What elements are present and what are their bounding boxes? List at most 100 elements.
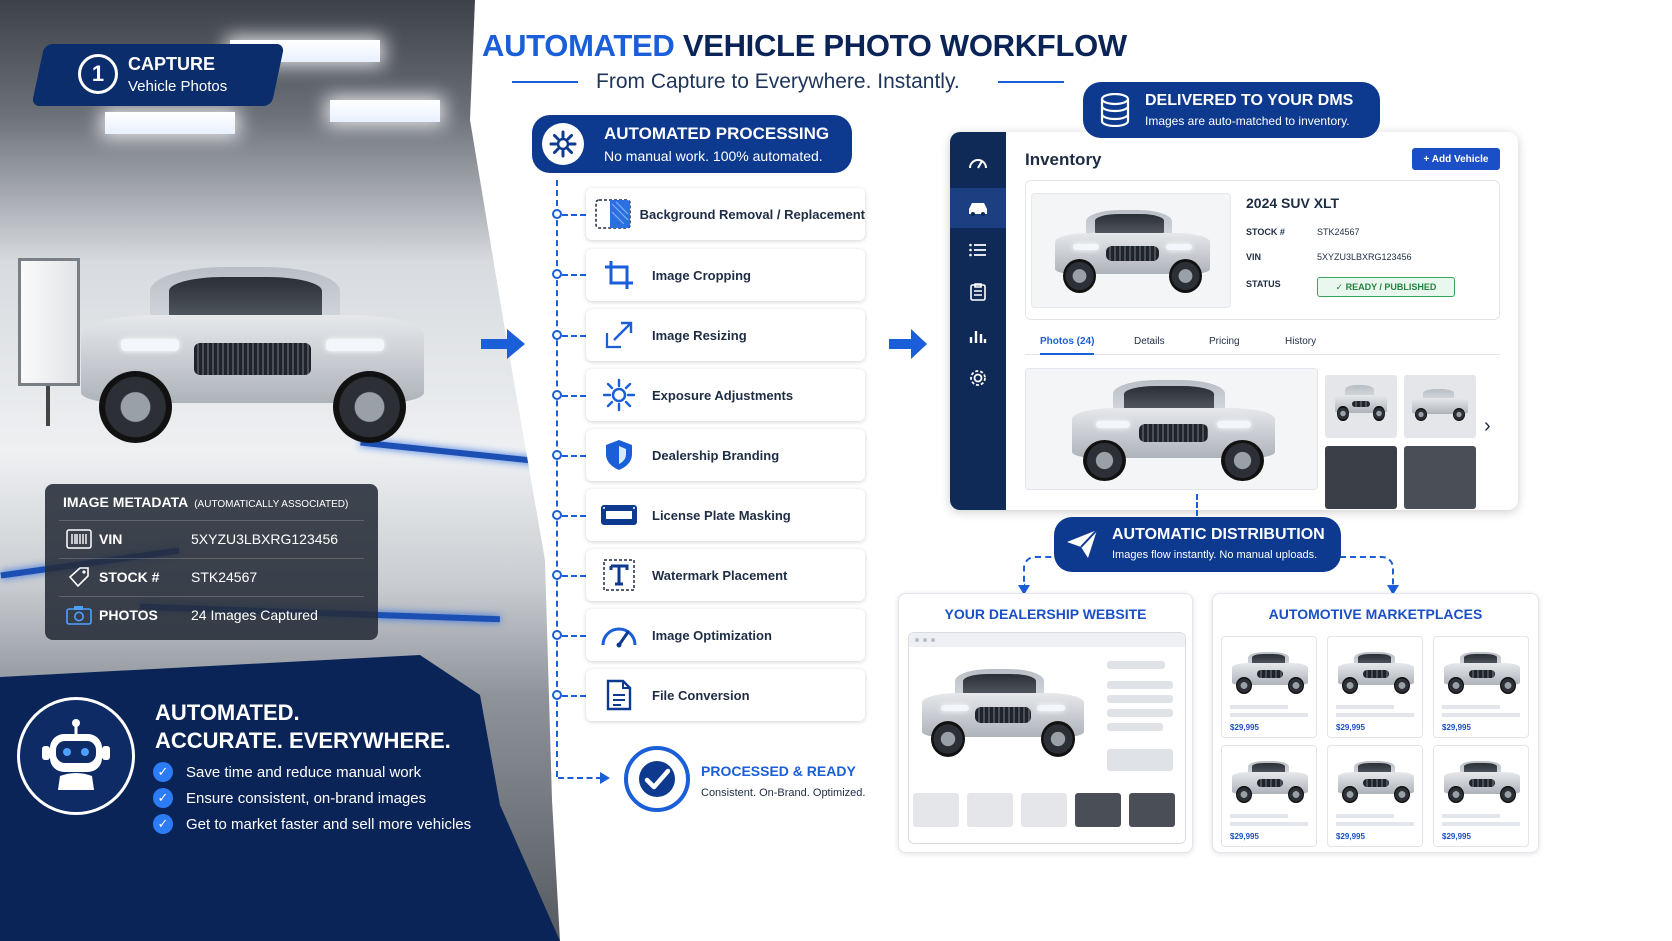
ceiling-light [105, 112, 235, 134]
gallery-thumbnail-interior[interactable] [1404, 446, 1476, 509]
image-metadata-card: IMAGE METADATA(AUTOMATICALLY ASSOCIATED)… [45, 484, 378, 640]
marketplace-listing[interactable]: $29,995 [1433, 745, 1529, 847]
title-accent: AUTOMATED [482, 28, 675, 63]
metadata-label: VIN [99, 530, 123, 547]
file-icon [586, 679, 652, 711]
distribution-connector-right [1340, 556, 1394, 586]
page-title: AUTOMATED VEHICLE PHOTO WORKFLOW [482, 28, 1127, 64]
ceiling-light [330, 100, 440, 122]
step-connector-dot [552, 390, 562, 400]
page-subtitle: From Capture to Everywhere. Instantly. [596, 70, 960, 93]
processing-step-watermark: Watermark Placement [586, 549, 865, 601]
step-label: Image Resizing [652, 327, 747, 343]
step-connector [562, 274, 586, 276]
tab-details[interactable]: Details [1134, 336, 1165, 347]
gear-icon [542, 123, 584, 165]
step-connector [562, 455, 586, 457]
step-connector-dot [552, 510, 562, 520]
step-connector [562, 214, 586, 216]
license-plate-icon [586, 504, 652, 526]
check-icon: ✓ [153, 788, 173, 808]
listing-price: $29,995 [1336, 832, 1365, 841]
marketplace-listing[interactable]: $29,995 [1327, 745, 1423, 847]
dms-sidebar [950, 132, 1006, 510]
sun-icon [586, 378, 652, 412]
chevron-right-icon[interactable]: › [1484, 415, 1491, 437]
marketplace-listing[interactable]: $29,995 [1221, 636, 1317, 738]
processing-step-cropping: Image Cropping [586, 249, 865, 301]
step-connector-dot [552, 690, 562, 700]
dms-inventory-window: Inventory + Add Vehicle 2024 SUV XLT STO… [950, 132, 1518, 510]
tab-pricing[interactable]: Pricing [1209, 336, 1240, 347]
dashboard-icon[interactable] [950, 142, 1006, 182]
gallery-thumbnail[interactable] [1325, 375, 1397, 438]
softbox-stand [46, 386, 50, 426]
status-badge: ✓ READY / PUBLISHED [1317, 277, 1455, 297]
arrow-down-icon [1387, 585, 1399, 595]
tagline-line-1: AUTOMATED. [155, 700, 300, 725]
step-connector-dot [552, 450, 562, 460]
inventory-title: Inventory [1025, 150, 1102, 169]
metadata-row-stock: STOCK # STK24567 [59, 558, 364, 594]
arrow-down-icon [1018, 585, 1030, 595]
tab-photos[interactable]: Photos (24) [1040, 336, 1095, 347]
dealership-website-panel: YOUR DEALERSHIP WEBSITE [898, 593, 1193, 853]
vin-value: 5XYZU3LBXRG123456 [1317, 252, 1412, 262]
marketplace-listing[interactable]: $29,995 [1327, 636, 1423, 738]
background-removal-icon [586, 198, 640, 230]
ready-connector [558, 777, 602, 779]
camera-icon [59, 605, 99, 625]
vehicle-photo [70, 255, 435, 455]
benefit-item: ✓Ensure consistent, on-brand images [153, 788, 426, 808]
listing-price: $29,995 [1230, 723, 1259, 732]
step-label: Image Optimization [652, 627, 772, 643]
marketplace-listing[interactable]: $29,995 [1433, 636, 1529, 738]
gallery-thumbnail[interactable] [1404, 375, 1476, 438]
tab-history[interactable]: History [1285, 336, 1317, 347]
processing-connector-line [556, 180, 558, 777]
metadata-value: STK24567 [191, 568, 258, 585]
gallery-main-photo[interactable] [1025, 368, 1318, 490]
active-tab-indicator [1040, 353, 1094, 355]
delivered-dms-pill: DELIVERED TO YOUR DMS Images are auto-ma… [1083, 82, 1380, 138]
capture-subtitle: Vehicle Photos [128, 78, 228, 95]
distribution-subtitle: Images flow instantly. No manual uploads… [1112, 549, 1318, 561]
browser-toolbar [909, 633, 1185, 647]
barcode-icon [59, 528, 99, 549]
metadata-row-photos: PHOTOS 24 Images Captured [59, 596, 364, 632]
list-icon[interactable] [950, 230, 1006, 270]
processing-step-branding: Dealership Branding [586, 429, 865, 481]
step-label: Background Removal / Replacement [639, 206, 865, 222]
step-connector-dot [552, 209, 562, 219]
step-connector-dot [552, 330, 562, 340]
add-vehicle-button[interactable]: + Add Vehicle [1412, 148, 1500, 170]
flow-arrow-icon [889, 329, 927, 359]
metadata-value: 24 Images Captured [191, 606, 318, 623]
subtitle-rule-right [998, 81, 1064, 83]
processing-step-background-removal: Background Removal / Replacement [586, 188, 865, 240]
step-connector [562, 515, 586, 517]
automotive-marketplaces-panel: AUTOMOTIVE MARKETPLACES $29,995 $29,995 … [1212, 593, 1539, 853]
robot-icon [17, 697, 135, 815]
step-label: Dealership Branding [652, 447, 780, 463]
metadata-note: (AUTOMATICALLY ASSOCIATED) [194, 499, 349, 510]
listing-price: $29,995 [1336, 723, 1365, 732]
check-icon: ✓ [153, 762, 173, 782]
car-icon[interactable] [950, 188, 1006, 228]
step-connector [562, 695, 586, 697]
marketplace-listing[interactable]: $29,995 [1221, 745, 1317, 847]
bar-chart-icon[interactable] [950, 316, 1006, 356]
settings-icon[interactable] [950, 358, 1006, 398]
distribution-title: AUTOMATIC DISTRIBUTION [1112, 526, 1325, 543]
listing-price: $29,995 [1442, 832, 1471, 841]
clipboard-icon[interactable] [950, 272, 1006, 312]
processing-subtitle: No manual work. 100% automated. [604, 148, 823, 164]
vin-label: VIN [1246, 252, 1262, 262]
listing-price: $29,995 [1230, 832, 1259, 841]
gallery-thumbnail-interior[interactable] [1325, 446, 1397, 509]
dms-subtitle: Images are auto-matched to inventory. [1145, 114, 1350, 128]
subtitle-rule-left [512, 81, 578, 83]
dms-title: DELIVERED TO YOUR DMS [1145, 92, 1354, 109]
benefit-item: ✓Get to market faster and sell more vehi… [153, 814, 471, 834]
step-connector [562, 575, 586, 577]
